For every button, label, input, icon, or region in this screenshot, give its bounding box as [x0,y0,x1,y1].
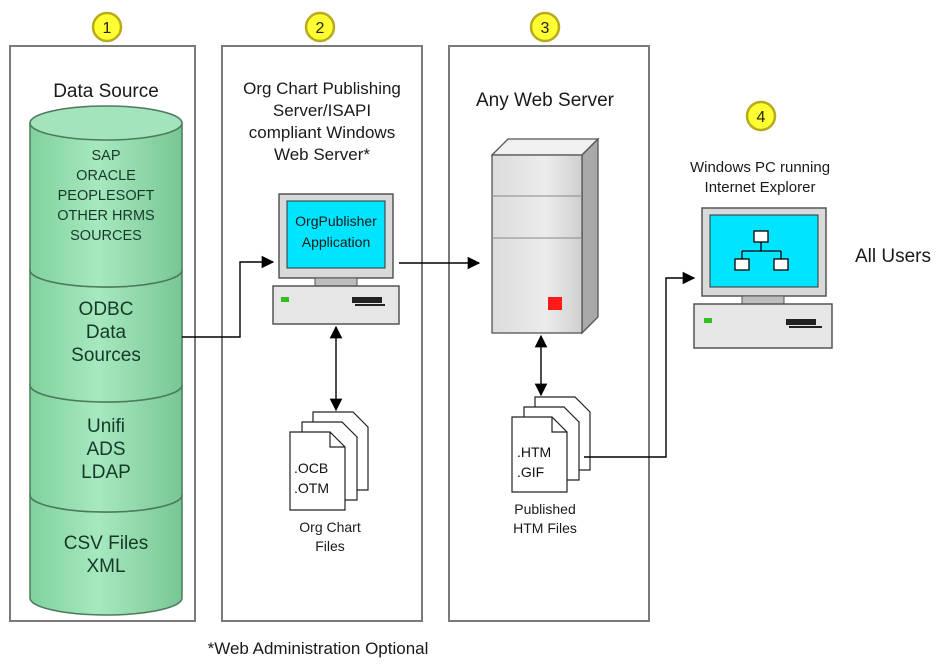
published-files-caption-1: Published [514,501,576,517]
svg-text:ADS: ADS [86,439,125,460]
web-server-title: Any Web Server [476,90,615,111]
org-chart-files-caption-2: Files [315,538,345,554]
step-badge-1: 1 [91,11,123,43]
svg-text:Sources: Sources [71,345,141,366]
screen-label-line-2: Application [302,234,371,250]
svg-text:PEOPLESOFT: PEOPLESOFT [58,188,155,204]
all-users-label: All Users [855,246,931,267]
published-file-ext-1: .HTM [517,444,551,460]
step-badge-2: 2 [304,11,336,43]
svg-text:Windows PC running: Windows PC running [690,159,830,176]
connector-datasource-to-publisher [182,255,275,338]
org-chart-icon [734,230,789,271]
svg-text:compliant Windows: compliant Windows [249,123,395,142]
svg-text:Server/ISAPI: Server/ISAPI [273,101,371,120]
step-badge-3: 3 [529,11,561,43]
svg-text:Org Chart Publishing: Org Chart Publishing [243,79,401,98]
svg-text:Web Server*: Web Server* [274,145,370,164]
publisher-pc-icon [272,193,400,325]
svg-text:4: 4 [757,109,766,126]
svg-text:Unifi: Unifi [87,416,125,437]
publishing-server-title: Org Chart Publishing Server/ISAPI compli… [243,79,401,164]
data-source-title: Data Source [53,81,159,102]
org-chart-file-ext-1: .OCB [294,460,328,476]
screen-label-line-1: OrgPublisher [295,213,377,229]
panel-publishing-server [221,45,423,622]
org-chart-files-caption-1: Org Chart [299,519,361,535]
svg-text:OTHER HRMS: OTHER HRMS [57,208,154,224]
org-chart-file-ext-2: .OTM [294,480,329,496]
svg-text:1: 1 [103,20,112,37]
svg-text:Internet Explorer: Internet Explorer [705,179,816,196]
cylinder-hrms-sources: SAP ORACLE PEOPLESOFT OTHER HRMS SOURCES [29,105,183,288]
client-title: Windows PC running Internet Explorer [690,159,830,196]
svg-text:ODBC: ODBC [79,299,134,320]
published-file-ext-2: .GIF [517,464,544,480]
svg-text:CSV Files: CSV Files [64,533,148,554]
connector-files-to-client [584,271,696,458]
footnote: *Web Administration Optional [208,639,429,658]
svg-text:LDAP: LDAP [81,462,131,483]
published-files-icon [511,396,591,493]
svg-text:SOURCES: SOURCES [70,228,142,244]
svg-text:XML: XML [86,556,125,577]
server-tower-icon [490,137,600,335]
step-badge-4: 4 [745,100,777,132]
client-pc-icon [693,207,833,349]
svg-text:2: 2 [316,20,325,37]
org-chart-files-icon [289,411,369,511]
published-files-caption-2: HTM Files [513,520,577,536]
svg-text:SAP: SAP [91,148,120,164]
svg-text:3: 3 [541,20,550,37]
svg-text:ORACLE: ORACLE [76,168,136,184]
svg-text:Data: Data [86,322,127,343]
